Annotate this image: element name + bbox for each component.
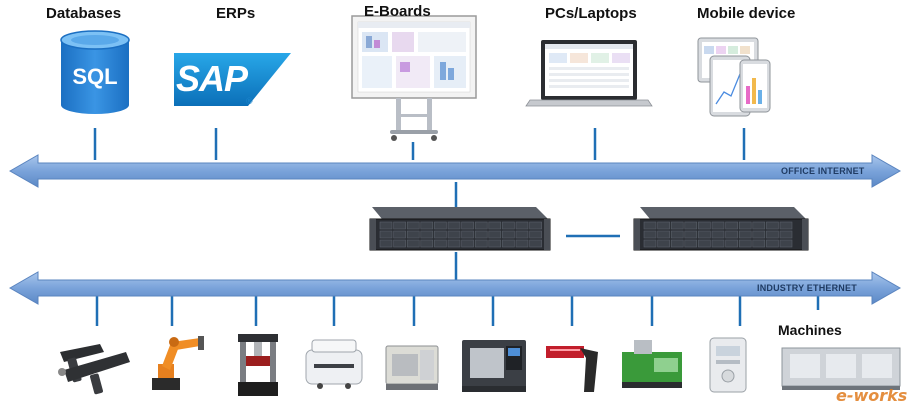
laptop-icon	[525, 40, 653, 107]
mobile-device-icon	[697, 37, 771, 117]
power-tool-icon	[58, 344, 130, 395]
sap-logo-text: SAP	[176, 58, 248, 99]
pcs-laptops-label: PCs/Laptops	[545, 5, 637, 22]
barcode-scanner-icon	[546, 346, 598, 392]
server-drive-bays	[379, 221, 793, 248]
injection-molder-icon	[622, 340, 682, 388]
eboard-icon	[351, 15, 477, 141]
watermark: e-works	[836, 386, 908, 405]
databases-label: Databases	[46, 5, 122, 22]
cnc-machine-icon	[385, 345, 439, 390]
agv-icon	[305, 339, 363, 389]
machines-label: Machines	[778, 322, 842, 338]
connector-lines	[93, 128, 820, 326]
machining-center-icon	[462, 340, 526, 392]
database-icon	[60, 30, 130, 114]
eboards-label: E-Boards	[364, 3, 431, 20]
test-frame-icon	[238, 334, 278, 396]
assembly-line-icon	[781, 347, 901, 390]
sql-logo-text: SQL	[72, 64, 118, 89]
sap-logo-icon	[174, 53, 291, 106]
mobile-device-label: Mobile device	[697, 5, 796, 22]
erps-label: ERPs	[216, 5, 256, 22]
office-internet-bus	[8, 154, 902, 188]
industry-ethernet-label: INDUSTRY ETHERNET	[757, 283, 857, 293]
sap-registered-mark: ®	[246, 96, 253, 106]
robot-arm-icon	[152, 336, 204, 390]
meter-icon	[709, 337, 747, 393]
industry-ethernet-bus	[8, 271, 902, 305]
office-internet-label: OFFICE INTERNET	[781, 166, 865, 176]
